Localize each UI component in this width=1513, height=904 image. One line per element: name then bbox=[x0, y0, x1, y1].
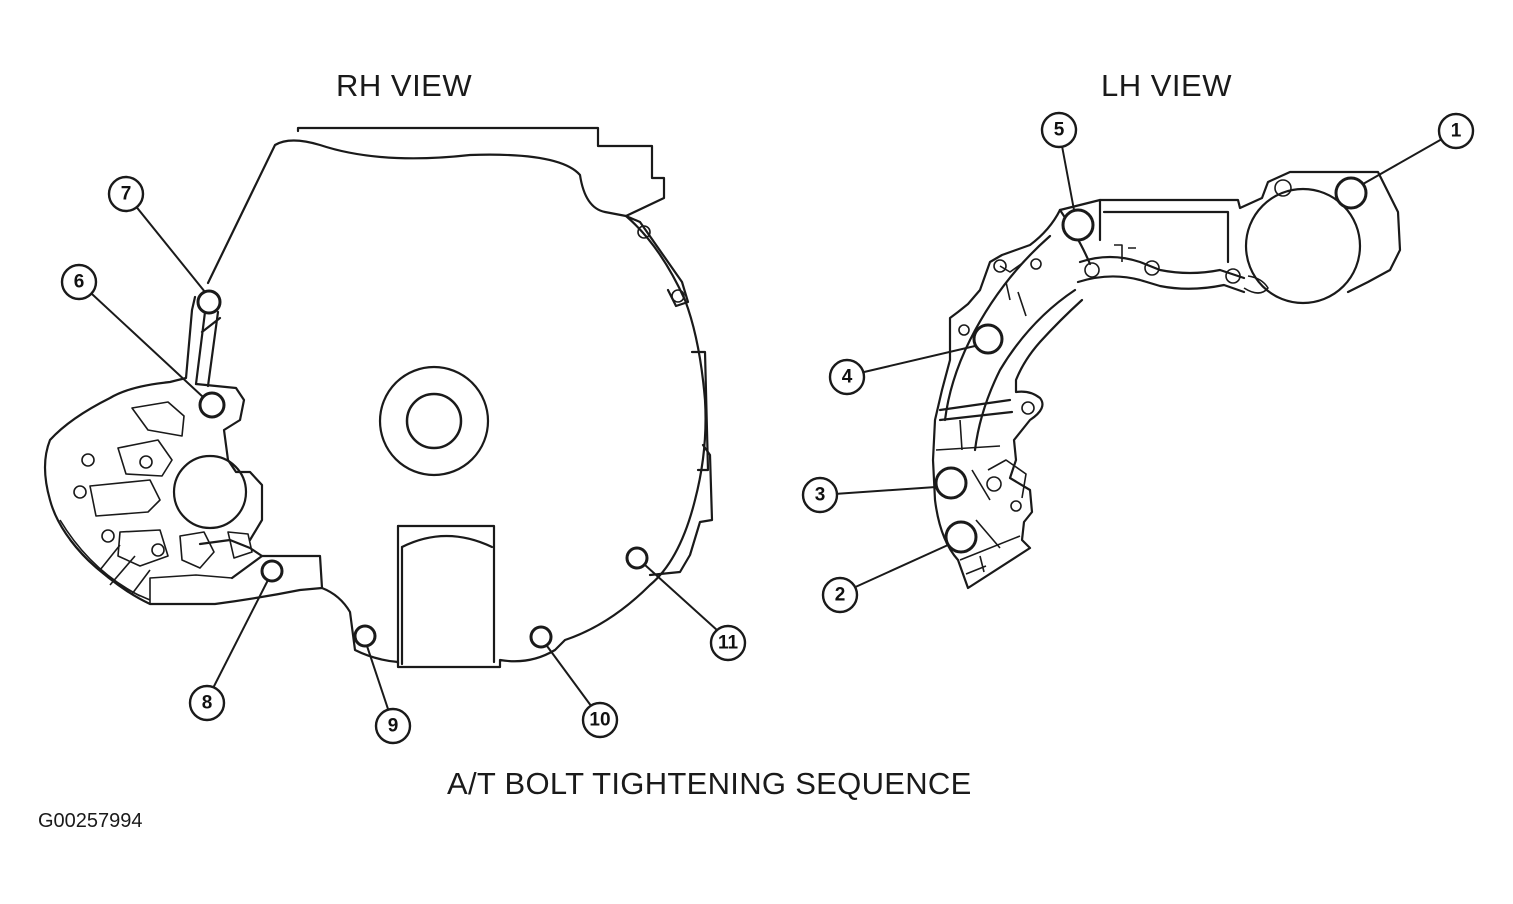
callout-11: 11 bbox=[709, 624, 747, 662]
callout-7-label: 7 bbox=[121, 184, 132, 205]
callout-1-label: 1 bbox=[1451, 121, 1462, 142]
callout-8: 8 bbox=[188, 684, 226, 722]
callout-7: 7 bbox=[107, 175, 145, 213]
bolt-9 bbox=[353, 624, 377, 648]
callout-6-label: 6 bbox=[74, 272, 85, 293]
callout-11-label: 11 bbox=[718, 633, 739, 654]
bolt-5 bbox=[1061, 208, 1095, 242]
bolt-7 bbox=[196, 289, 222, 315]
callout-8-label: 8 bbox=[202, 693, 213, 714]
rh-view-title: RH VIEW bbox=[336, 68, 473, 103]
callout-6: 6 bbox=[60, 263, 98, 301]
bolt-8 bbox=[260, 559, 284, 583]
bolt-6 bbox=[198, 391, 226, 419]
callout-5: 5 bbox=[1040, 111, 1078, 149]
lh-view-transmission-case bbox=[931, 170, 1402, 590]
bolt-11 bbox=[625, 546, 649, 570]
callout-10: 10 bbox=[581, 701, 619, 739]
lh-view-title: LH VIEW bbox=[1101, 68, 1232, 103]
bolt-3 bbox=[934, 466, 968, 500]
diagram-caption: A/T BOLT TIGHTENING SEQUENCE bbox=[447, 766, 972, 801]
bolt-2 bbox=[944, 520, 978, 554]
lh-view-bolt-holes bbox=[934, 176, 1368, 554]
callout-2: 2 bbox=[821, 576, 859, 614]
figure-id: G00257994 bbox=[38, 810, 143, 832]
callouts: 7 6 8 9 10 11 1 5 bbox=[60, 111, 1475, 745]
bolt-10 bbox=[529, 625, 553, 649]
callout-4: 4 bbox=[828, 358, 866, 396]
callout-9-label: 9 bbox=[388, 716, 399, 737]
callout-3: 3 bbox=[801, 476, 839, 514]
callout-4-label: 4 bbox=[842, 367, 853, 388]
bolt-4 bbox=[972, 323, 1004, 355]
callout-10-label: 10 bbox=[589, 710, 610, 731]
callout-5-label: 5 bbox=[1054, 120, 1065, 141]
callout-9: 9 bbox=[374, 707, 412, 745]
callout-3-label: 3 bbox=[815, 485, 826, 506]
rh-view-bolt-holes bbox=[196, 289, 649, 649]
bolt-1 bbox=[1334, 176, 1368, 210]
callout-2-label: 2 bbox=[835, 585, 846, 606]
rh-view-transmission-case bbox=[206, 126, 714, 669]
rh-view-left-bracket bbox=[43, 295, 324, 606]
callout-1: 1 bbox=[1437, 112, 1475, 150]
